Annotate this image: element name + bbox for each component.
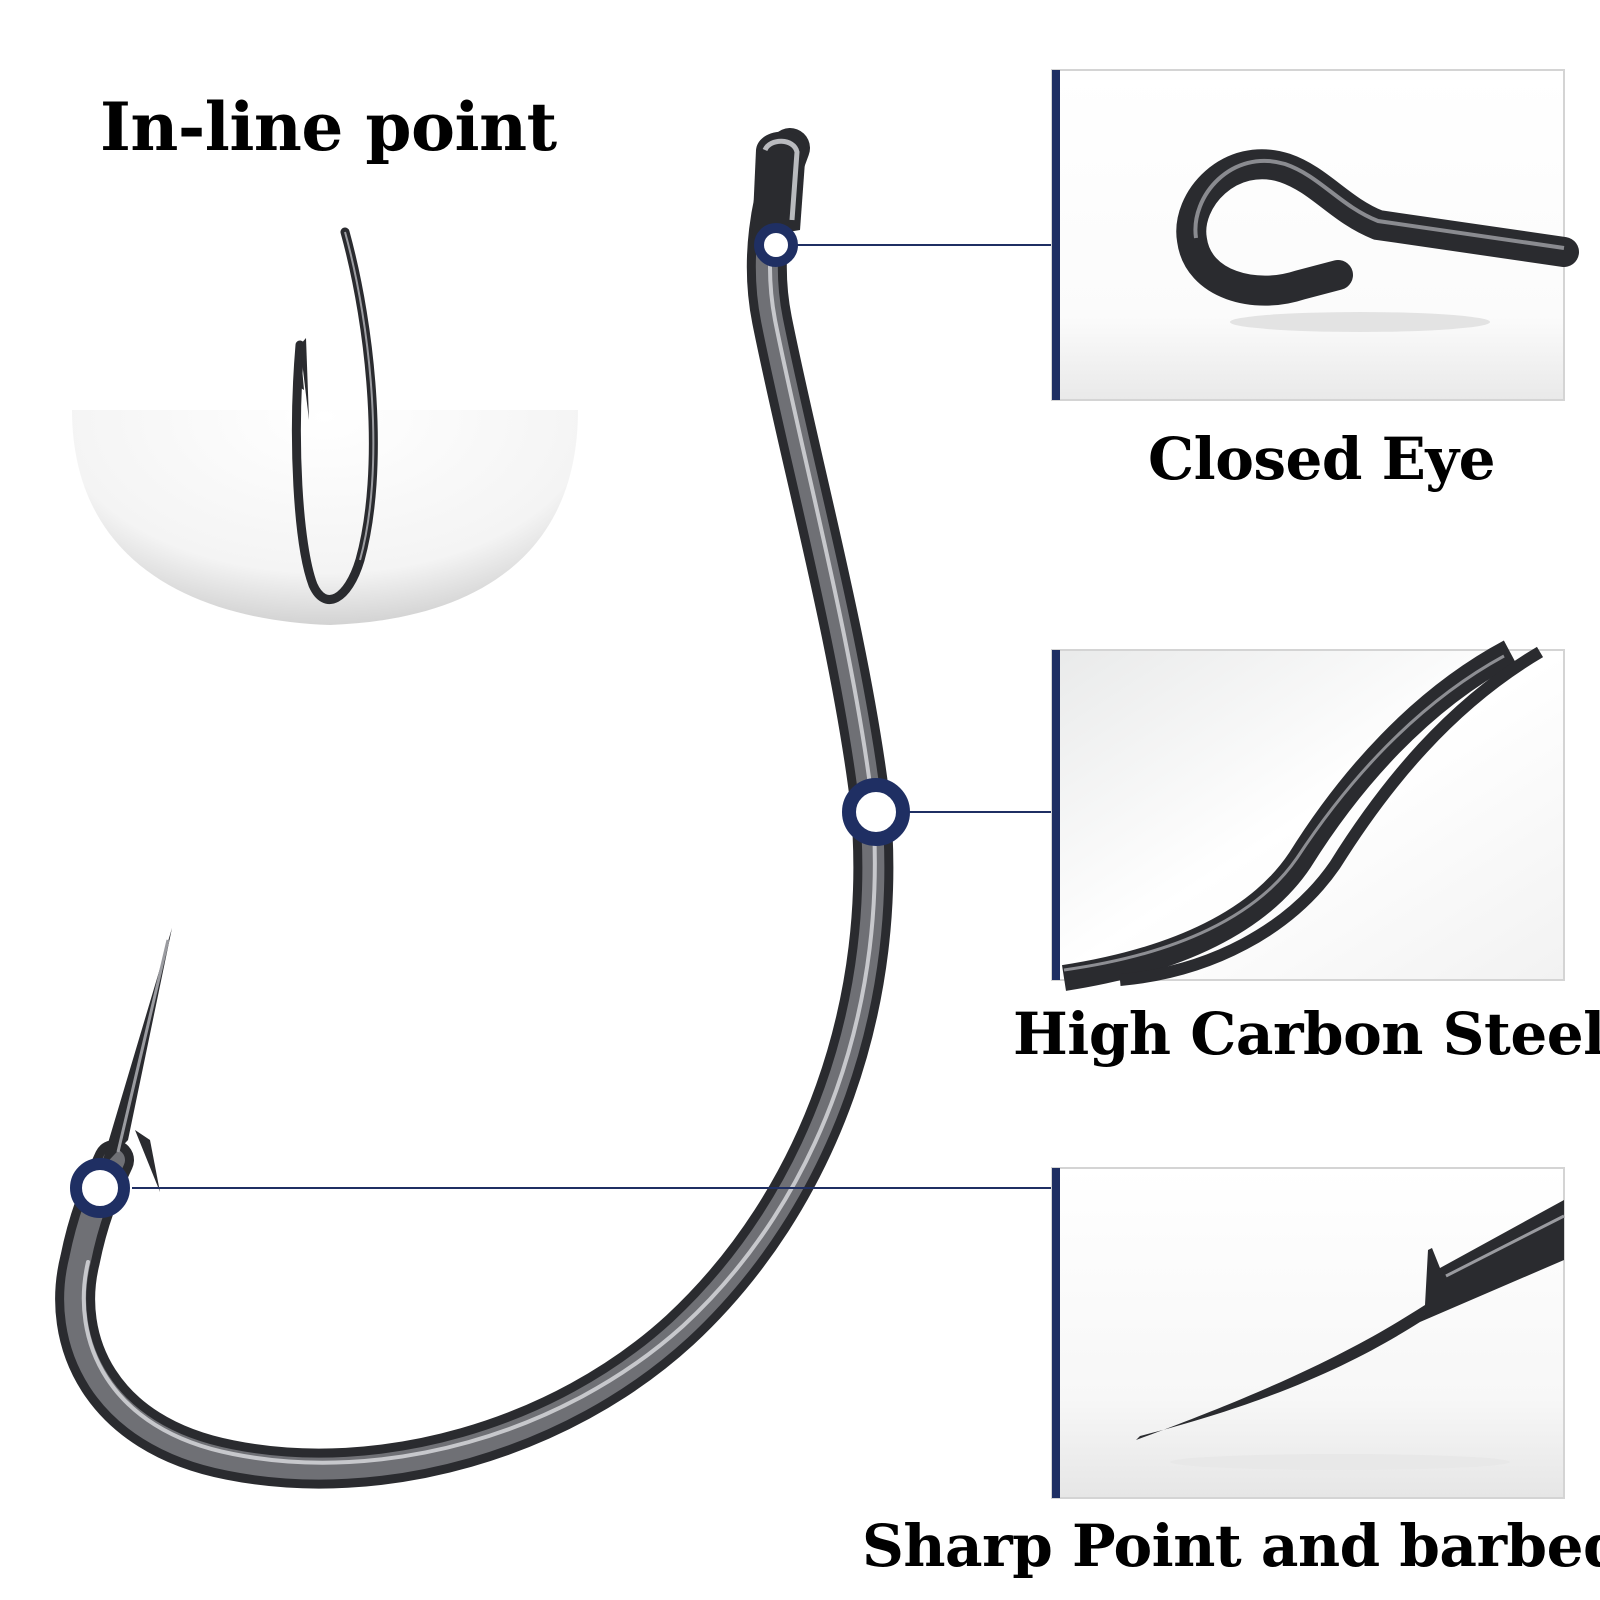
high-carbon-steel-label: High Carbon Steel [1013, 1000, 1600, 1068]
high-carbon-steel-panel [1051, 640, 1565, 991]
callout-lines [132, 244, 1052, 1189]
main-hook [55, 128, 894, 1489]
closed-eye-panel [1051, 69, 1579, 401]
sharp-point-panel [1051, 1167, 1565, 1499]
marker-eye [754, 223, 798, 267]
marker-point [70, 1158, 130, 1218]
marker-steel [842, 778, 910, 846]
sharp-point-label: Sharp Point and barbed [862, 1512, 1600, 1580]
inline-point-title: In-line point [100, 88, 557, 166]
closed-eye-label: Closed Eye [1148, 425, 1496, 493]
inline-point-inset [72, 140, 578, 625]
